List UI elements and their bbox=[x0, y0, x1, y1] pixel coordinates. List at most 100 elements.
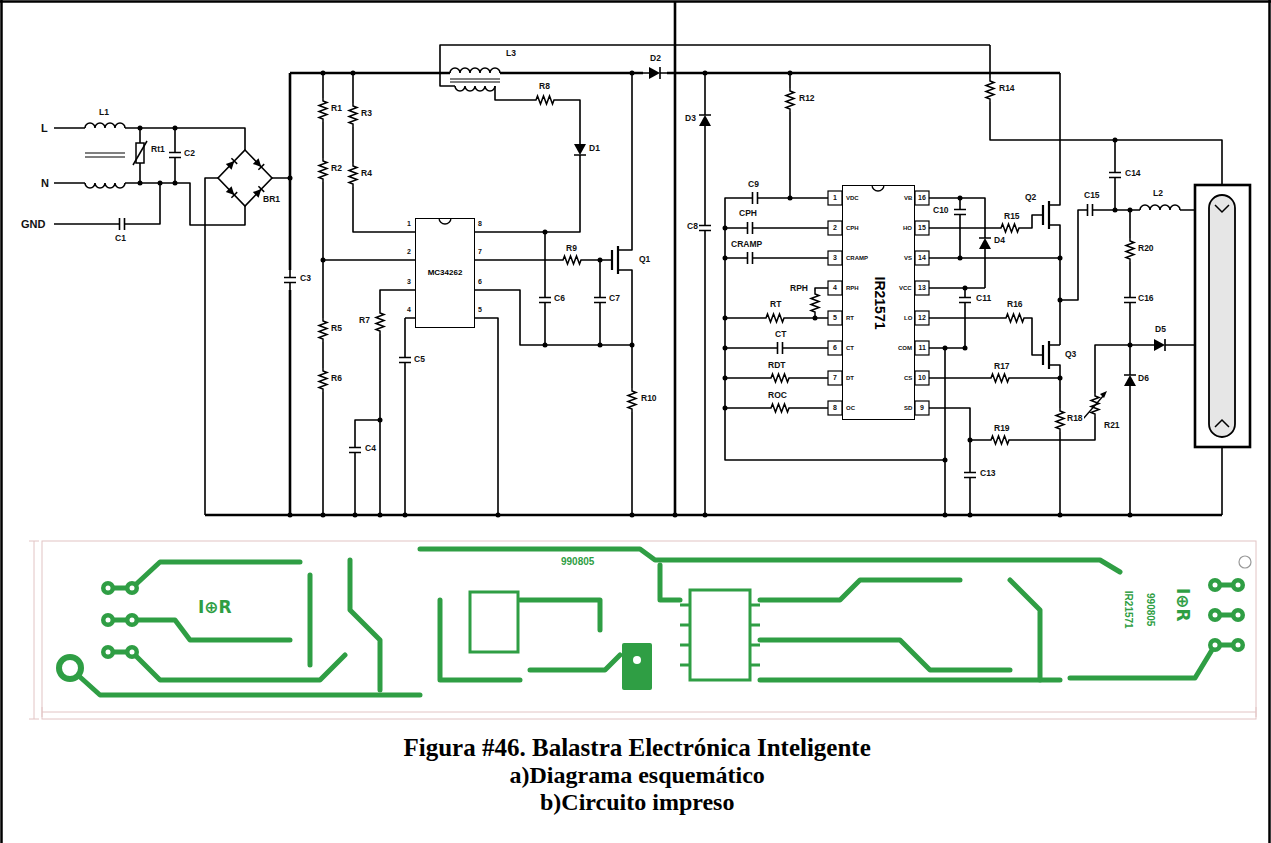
pin-number: 7 bbox=[478, 248, 482, 256]
wire bbox=[1060, 210, 1195, 300]
junction-dot bbox=[173, 181, 178, 186]
part-label: RT bbox=[769, 300, 782, 310]
part-label: C6 bbox=[553, 294, 566, 304]
pcb-footprint bbox=[470, 590, 760, 680]
part-label: L2 bbox=[1152, 189, 1164, 199]
ic-pin-box bbox=[828, 311, 842, 325]
ic-pin-box bbox=[915, 341, 929, 355]
part-label: D6 bbox=[1137, 374, 1150, 384]
terminal-label: GND bbox=[20, 218, 46, 231]
wire bbox=[990, 45, 1222, 210]
resistor-symbol bbox=[628, 388, 636, 412]
part-label: Q1 bbox=[638, 255, 651, 265]
junction-dot bbox=[351, 71, 356, 76]
bridge-rectifier bbox=[226, 161, 235, 170]
junction-dot bbox=[788, 196, 793, 201]
pin-number: 8 bbox=[833, 404, 837, 412]
part-label: R21 bbox=[1103, 421, 1121, 431]
ic-pin-box bbox=[828, 371, 842, 385]
capacitor-symbol bbox=[169, 145, 181, 165]
pcb-pad bbox=[1213, 613, 1218, 618]
thermistor-symbol bbox=[133, 141, 147, 165]
pcb-text: 990805 bbox=[560, 556, 595, 568]
junction-dot bbox=[703, 513, 708, 518]
part-label: R12 bbox=[798, 94, 816, 104]
part-label: C5 bbox=[413, 355, 426, 365]
pcb-pad bbox=[101, 578, 1245, 659]
pcb-pad bbox=[130, 586, 135, 591]
resistor-symbol bbox=[319, 318, 327, 342]
junction-dot bbox=[630, 513, 635, 518]
part-label: C9 bbox=[747, 180, 760, 190]
pcb-pad bbox=[1208, 608, 1222, 622]
resistor-symbol bbox=[768, 404, 792, 412]
bridge-rectifier bbox=[226, 186, 235, 195]
junction-dot bbox=[1058, 256, 1063, 261]
part-label: C2 bbox=[183, 149, 196, 159]
junction-dot bbox=[703, 71, 708, 76]
junction-dot bbox=[158, 181, 163, 186]
part-label: D1 bbox=[588, 144, 601, 154]
part-label: BR1 bbox=[262, 195, 281, 205]
part-label: R8 bbox=[538, 82, 551, 92]
ic-pin-box bbox=[915, 371, 929, 385]
pcb-trace bbox=[420, 549, 1120, 572]
pin-number: 6 bbox=[478, 278, 482, 286]
part-label: C13 bbox=[979, 469, 997, 479]
resistor-symbol bbox=[319, 78, 1134, 444]
pin-number: 4 bbox=[407, 306, 411, 314]
pcb-pad bbox=[106, 618, 111, 623]
pin-name: VB bbox=[904, 195, 912, 202]
diode-symbol bbox=[574, 67, 1172, 392]
wire bbox=[140, 128, 175, 183]
inductor-symbol bbox=[455, 86, 495, 91]
junction-dot bbox=[598, 258, 603, 263]
pin-name: HO bbox=[903, 225, 912, 232]
pin-number: 12 bbox=[918, 314, 926, 322]
junction-dot bbox=[288, 513, 293, 518]
resistor-symbol bbox=[986, 78, 994, 102]
part-label: C16 bbox=[1137, 294, 1155, 304]
junction-dot bbox=[943, 346, 948, 351]
pcb-pad bbox=[59, 556, 1251, 690]
pcb-footprint bbox=[690, 590, 750, 680]
junction-dot bbox=[788, 71, 793, 76]
capacitor-symbol bbox=[539, 290, 551, 310]
pin-name: RT bbox=[846, 315, 854, 322]
capacitor-symbol bbox=[964, 465, 976, 485]
junction-dot bbox=[321, 71, 326, 76]
potentiometer-arrow bbox=[1083, 391, 1107, 419]
wire bbox=[929, 215, 1060, 258]
part-label: C15 bbox=[1083, 191, 1101, 201]
resistor-symbol bbox=[768, 374, 792, 382]
inductor-symbol bbox=[85, 68, 1180, 210]
power-rail bbox=[205, 2, 1222, 515]
pin-name: LO bbox=[904, 315, 912, 322]
pin-name: CS bbox=[904, 375, 912, 382]
wire bbox=[405, 232, 485, 318]
junction-dot bbox=[321, 513, 326, 518]
wire bbox=[929, 198, 985, 288]
ic-pin-box bbox=[828, 251, 842, 265]
pin-name: CRAMP bbox=[846, 255, 868, 262]
pin-number: 13 bbox=[918, 284, 926, 292]
inductor-symbol bbox=[1140, 205, 1180, 210]
pcb-text: IR21571 bbox=[1122, 590, 1134, 630]
pcb-pad bbox=[1208, 578, 1222, 592]
junction-dot bbox=[598, 343, 603, 348]
junction-dot bbox=[958, 196, 963, 201]
terminal-label: N bbox=[40, 177, 50, 190]
junction-dot bbox=[673, 513, 678, 518]
part-label: CPH bbox=[738, 209, 758, 219]
junction-dot bbox=[723, 376, 728, 381]
pcb-footprint bbox=[470, 592, 518, 652]
part-label: L3 bbox=[505, 49, 517, 59]
ic-notch bbox=[439, 185, 884, 224]
junction-dot bbox=[958, 256, 963, 261]
capacitor-symbol bbox=[770, 342, 790, 354]
pin-number: 1 bbox=[407, 220, 411, 228]
junction-dot bbox=[968, 438, 973, 443]
mosfet-symbol bbox=[612, 246, 618, 274]
ballast-controller-ic: IR21571 bbox=[842, 185, 915, 420]
part-label: R18 bbox=[1066, 414, 1084, 424]
